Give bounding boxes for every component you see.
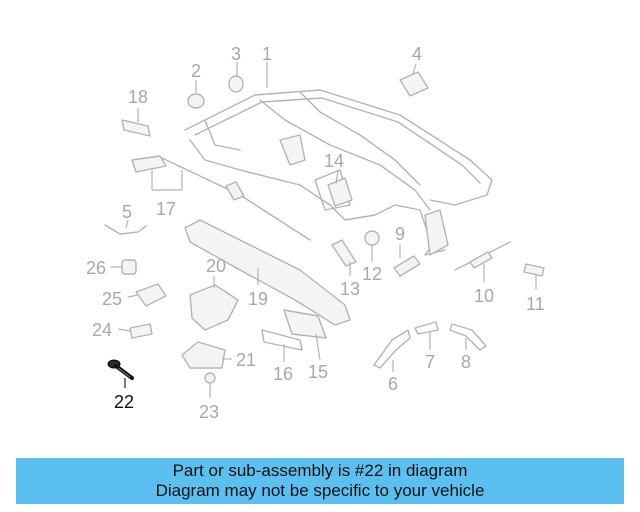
- part-17-bracket: [131, 155, 167, 173]
- callout-24: 24: [92, 320, 112, 340]
- part-8-shape: [449, 323, 487, 351]
- top-frame-assembly: [184, 89, 493, 256]
- part-13-shape: [331, 239, 357, 267]
- part-15-shape: [283, 309, 327, 339]
- part-26-shape: [121, 259, 137, 275]
- callout-3: 3: [231, 44, 241, 64]
- part-18-shape: [121, 119, 151, 137]
- callout-12: 12: [362, 264, 382, 284]
- part-24-shape: [129, 323, 153, 339]
- callout-7: 7: [425, 352, 435, 372]
- part-23-shape: [204, 372, 216, 384]
- part-4-shape: [399, 71, 429, 97]
- callout-1: 1: [262, 44, 272, 64]
- callout-17: 17: [156, 199, 176, 219]
- info-banner: Part or sub-assembly is #22 in diagram D…: [16, 458, 624, 504]
- part-9-shape: [393, 255, 421, 277]
- callout-9: 9: [395, 224, 405, 244]
- banner-line-disclaimer: Diagram may not be specific to your vehi…: [155, 481, 485, 500]
- callout-2: 2: [191, 61, 201, 81]
- part-20-shape: [189, 284, 239, 331]
- callout-20: 20: [206, 256, 226, 276]
- callout-11: 11: [526, 294, 545, 314]
- part-6-shape: [373, 329, 411, 369]
- callout-10: 10: [474, 286, 494, 306]
- part-3-shape: [228, 75, 244, 93]
- callout-5: 5: [122, 202, 132, 222]
- leader-lines: [110, 62, 537, 398]
- callout-labels: 1 2 3 4 5 6 7 8 9 10 11 12 13 14 15 16 1…: [86, 44, 545, 422]
- part-25-shape: [135, 283, 167, 307]
- part-5-shape: [104, 224, 147, 235]
- callout-25: 25: [102, 289, 122, 309]
- part-2-shape: [187, 93, 205, 109]
- part-14-shape: [327, 177, 353, 207]
- callout-6: 6: [388, 374, 398, 394]
- callout-4: 4: [412, 44, 422, 64]
- part-16-shape: [261, 329, 303, 351]
- callout-19: 19: [248, 289, 268, 309]
- part-22-bolt: [107, 359, 134, 388]
- callout-16: 16: [273, 364, 293, 384]
- callout-13: 13: [340, 279, 360, 299]
- callout-21: 21: [236, 350, 256, 370]
- callout-8: 8: [461, 352, 471, 372]
- exploded-parts-diagram: 1 2 3 4 5 6 7 8 9 10 11 12 13 14 15 16 1…: [86, 44, 545, 422]
- part-21-shape: [181, 341, 226, 369]
- callout-22: 22: [114, 392, 134, 412]
- callout-23: 23: [199, 402, 219, 422]
- part-7-shape: [414, 321, 439, 335]
- callout-14: 14: [324, 151, 344, 171]
- part-12-shape: [364, 230, 380, 246]
- callout-18: 18: [128, 87, 148, 107]
- part-10-body: [469, 251, 493, 269]
- part-11-shape: [523, 263, 545, 277]
- part-19-shape: [184, 219, 351, 326]
- callout-26: 26: [86, 258, 106, 278]
- callout-15: 15: [308, 362, 328, 382]
- part-17-clip: [225, 181, 245, 201]
- banner-line-part-number: Part or sub-assembly is #22 in diagram: [172, 461, 468, 480]
